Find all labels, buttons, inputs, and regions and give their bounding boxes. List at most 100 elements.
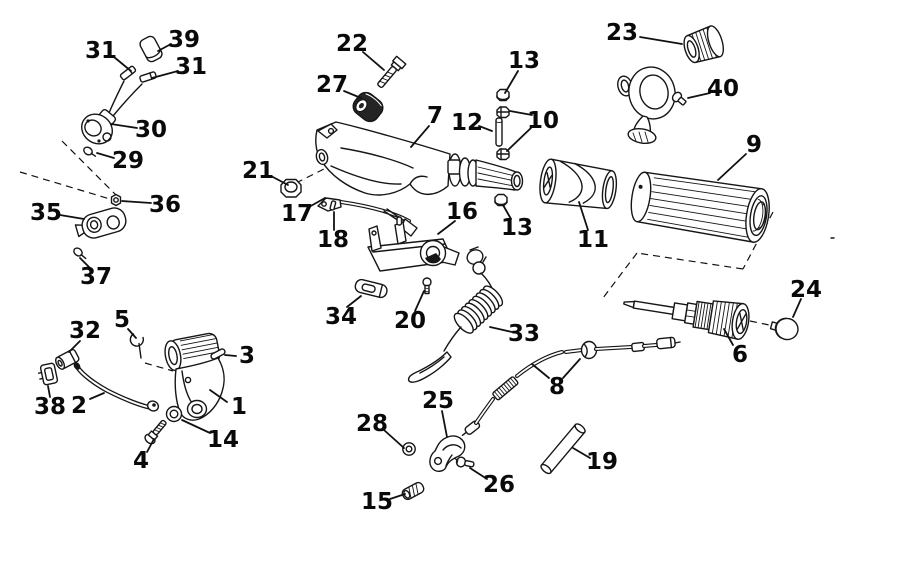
part-12-pin [495, 117, 503, 147]
part-16-cable-bracket [339, 200, 460, 272]
leader-line-part-11 [578, 201, 589, 231]
callout-label-part-10-16: 10 [527, 108, 559, 134]
construction-line-1 [19, 171, 111, 200]
callout-label-part-37-7: 37 [80, 264, 112, 290]
leader-line-part-4 [146, 438, 155, 453]
callout-label-part-23-23: 23 [606, 20, 638, 46]
callout-label-part-14-41: 14 [207, 427, 239, 453]
part-3-pin [210, 348, 226, 360]
part-32-bushing [55, 348, 80, 370]
part-34-clip [354, 278, 388, 299]
construction-line-7 [749, 320, 775, 327]
part-25-bracket [429, 435, 466, 472]
leader-line-part-5 [127, 328, 137, 339]
part-23-cap [683, 25, 725, 64]
construction-line-4 [742, 211, 774, 270]
part-37-screw [73, 247, 87, 260]
callout-label-part-34-20: 34 [325, 304, 357, 330]
leader-line-part-6 [723, 328, 734, 346]
callout-label-part-18-10: 18 [317, 227, 349, 253]
leader-line-part-8 [531, 363, 550, 379]
callout-label-part-22-11: 22 [336, 31, 368, 57]
part-8-throttle-cable [461, 336, 681, 437]
part-4-bolt [144, 419, 167, 445]
callout-label-part-21-8: 21 [242, 158, 274, 184]
part-30-stop-switch [81, 80, 143, 145]
callout-label-part-6-26: 6 [732, 342, 748, 368]
part-39-connector-cap [139, 35, 163, 63]
leader-line-part-31 [113, 56, 132, 72]
part-6-friction-adjuster [623, 300, 750, 340]
callout-label-part-17-9: 17 [281, 201, 313, 227]
callout-label-part-29-4: 29 [112, 148, 144, 174]
part-33-safety-lanyard [407, 246, 504, 383]
callout-label-part-38-38: 38 [34, 394, 66, 420]
leader-line-part-37 [79, 257, 91, 269]
construction-line-0 [61, 140, 118, 197]
part-14-washer [165, 405, 183, 423]
leader-line-part-31 [151, 70, 179, 79]
part-27-bushing [352, 91, 384, 123]
leader-line-part-40 [687, 92, 711, 99]
part-13-nut-upper [496, 88, 510, 102]
part-28-washer [402, 442, 416, 456]
leader-line-part-14 [181, 419, 211, 434]
callout-label-part-30-3: 30 [135, 117, 167, 143]
part-35-clamp [74, 207, 127, 239]
leader-line-part-30 [110, 123, 138, 129]
part-20-screw [422, 277, 432, 295]
leader-line-part-3 [224, 354, 237, 357]
leader-line-part-38 [47, 385, 51, 398]
callout-label-part-31-2: 31 [175, 54, 207, 80]
leader-line-part-27 [343, 90, 362, 99]
leader-line-part-7 [410, 125, 430, 148]
leader-line-part-39 [157, 43, 172, 52]
callout-label-part-7-13: 7 [427, 103, 443, 129]
callout-label-part-16-19: 16 [446, 199, 478, 225]
leader-line-part-8 [562, 358, 581, 379]
part-31-terminal-lower [139, 71, 157, 83]
leader-line-part-22 [362, 51, 385, 71]
construction-lines [19, 140, 775, 462]
part-15-sleeve [401, 481, 425, 501]
leader-line-part-19 [572, 447, 591, 459]
callout-label-part-1-34: 1 [231, 394, 247, 420]
leader-line-part-20 [414, 290, 425, 312]
callout-label-part-3-35: 3 [239, 343, 255, 369]
leader-line-part-1 [209, 389, 228, 403]
leader-line-part-17 [308, 197, 326, 208]
part-26-screw [455, 456, 475, 468]
callout-label-part-8-28: 8 [549, 374, 565, 400]
part-10-cap-nut-upper [496, 106, 510, 119]
callout-label-part-15-33: 15 [361, 489, 393, 515]
leader-line-part-15 [389, 493, 406, 500]
part-17-cable-end [317, 197, 342, 212]
construction-line-3 [144, 362, 174, 372]
leader-line-part-10 [506, 126, 533, 152]
part-9-throttle-grip [630, 171, 770, 243]
leader-line-part-35 [59, 214, 85, 220]
leader-line-part-10 [509, 110, 533, 116]
part-24-cap [769, 317, 799, 341]
callout-label-part-39-0: 39 [168, 27, 200, 53]
leader-line-part-36 [121, 200, 152, 204]
part-29-screw [83, 146, 97, 157]
part-7-steering-handle [315, 121, 524, 196]
callout-label-part-33-22: 33 [508, 321, 540, 347]
leader-line-part-13 [504, 70, 519, 94]
part-13-nut-lower [494, 193, 508, 207]
callout-label-part-25-30: 25 [422, 388, 454, 414]
leader-line-part-12 [478, 125, 493, 132]
leader-line-part-29 [96, 152, 115, 159]
callout-label-part-2-39: 2 [71, 393, 87, 419]
callout-label-part-12-14: 12 [451, 110, 483, 136]
leader-line-part-9 [717, 153, 747, 181]
leader-line-part-25 [441, 410, 448, 438]
callout-label-part-40-24: 40 [707, 76, 739, 102]
leader-line-part-16 [437, 220, 456, 235]
part-5-clip [129, 333, 145, 359]
callout-label-part-32-37: 32 [69, 318, 101, 344]
